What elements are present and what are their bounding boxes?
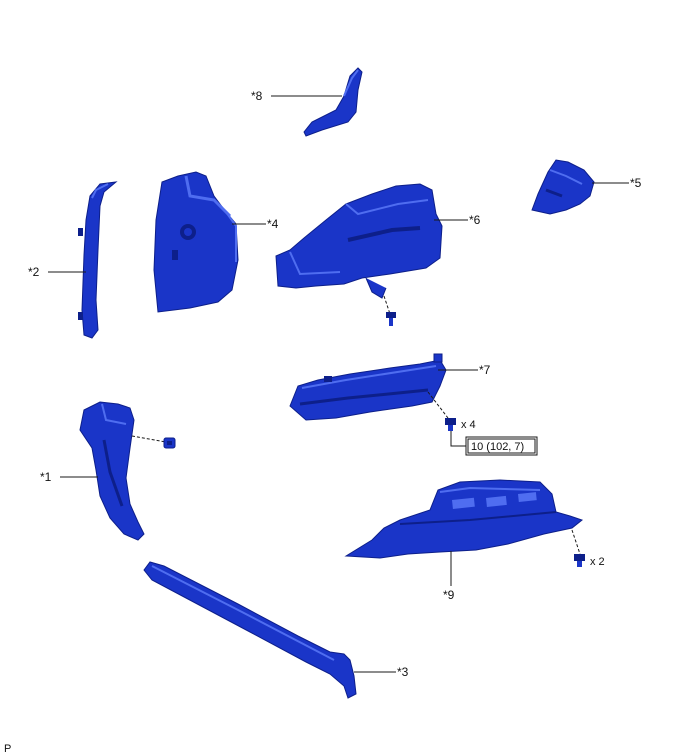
callout-6: *6 [469, 213, 481, 227]
part-5-bracket [531, 159, 595, 215]
part-2-pillar-trim [78, 181, 118, 339]
bolt-9-quantity: x 2 [590, 556, 605, 568]
part-8-upper-trim [303, 67, 363, 137]
callout-9: *9 [443, 588, 455, 602]
callout-7: *7 [479, 363, 491, 377]
part-3-scuff-plate [143, 561, 357, 699]
torque-box-inner [467, 438, 536, 454]
callout-4: *4 [267, 217, 279, 231]
part-9-under-cover [344, 479, 584, 559]
part-1-lower-pillar [79, 401, 145, 541]
bolt-9-icon [574, 554, 585, 567]
callout-3: *3 [397, 665, 409, 679]
bolt-7-icon [445, 418, 456, 431]
callout-1: *1 [40, 470, 52, 484]
callout-5: *5 [630, 176, 642, 190]
leader-1-clip [131, 435, 167, 443]
callout-2: *2 [28, 265, 40, 279]
torque-spec: 10 (102, 7) [471, 441, 524, 453]
callout-8: *8 [251, 89, 263, 103]
leader-9-bolt [571, 529, 581, 555]
leader-6-screw [383, 295, 391, 315]
screw-6-icon [386, 312, 396, 326]
part-7-compartment [289, 353, 447, 421]
clip-1-icon [163, 437, 176, 449]
diagram-code: P [4, 743, 11, 755]
part-4-side-panel [153, 171, 239, 313]
part-6-lower-cover [275, 183, 443, 299]
bolt-7-quantity: x 4 [461, 419, 476, 431]
leader-torque [450, 431, 466, 447]
leader-7-bolt [427, 391, 449, 419]
